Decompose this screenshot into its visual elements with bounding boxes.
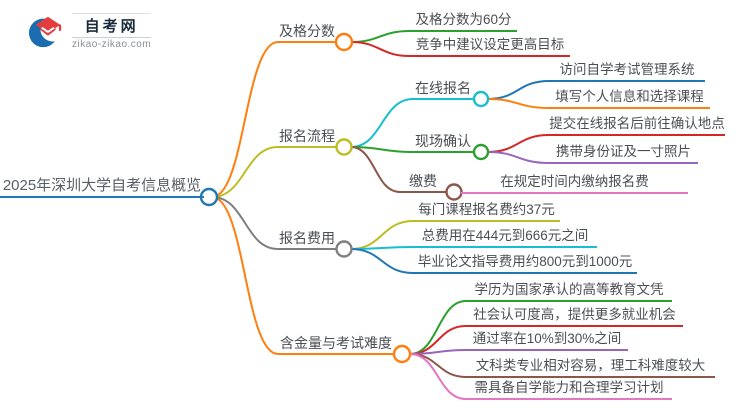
leaf-fee-per-course: 每门课程报名费约37元 — [413, 200, 560, 222]
link — [211, 146, 279, 198]
site-url: zikao-zikao.com — [72, 38, 152, 50]
leaf-total-fee: 总费用在444元到666元之间 — [413, 226, 597, 248]
branch-registration-process: 报名流程 — [278, 126, 336, 148]
branch-registration-fee: 报名费用 — [278, 228, 336, 250]
link — [487, 80, 550, 100]
subnode-online-registration: 在线报名 — [413, 78, 473, 100]
link — [487, 98, 550, 109]
leaf-state-recognized-diploma: 学历为国家承认的高等教育文凭 — [466, 280, 672, 302]
branch-value-and-difficulty: 含金量与考试难度 — [278, 333, 394, 355]
node-toggle-circle[interactable] — [445, 183, 463, 201]
node-toggle-circle[interactable] — [392, 344, 412, 364]
link — [350, 248, 414, 274]
node-toggle-circle[interactable] — [335, 240, 353, 258]
link — [409, 353, 467, 378]
link — [350, 146, 401, 193]
leaf-visit-system: 访问自学考试管理系统 — [549, 60, 705, 82]
link — [350, 30, 411, 43]
link — [487, 134, 550, 153]
link — [350, 146, 414, 153]
link — [350, 41, 411, 57]
leaf-self-study-ability: 需具备自学能力和合理学习计划 — [466, 378, 672, 400]
root-node: 2025年深圳大学自考信息概览 — [0, 176, 204, 198]
node-toggle-circle[interactable] — [472, 90, 490, 108]
site-logo: 自考网 zikao-zikao.com — [28, 12, 152, 50]
branch-pass-score: 及格分数 — [278, 21, 336, 43]
leaf-bring-id-photo: 携带身份证及一寸照片 — [549, 142, 698, 164]
leaf-pay-on-time: 在规定时间内缴纳报名费 — [461, 172, 688, 194]
subnode-onsite-confirmation: 现场确认 — [413, 131, 473, 153]
site-name: 自考网 — [72, 12, 152, 38]
node-toggle-circle[interactable] — [335, 138, 353, 156]
site-logo-text: 自考网 zikao-zikao.com — [72, 12, 152, 50]
link — [350, 220, 414, 250]
leaf-pass-rate: 通过率在10%到30%之间 — [466, 329, 628, 351]
leaf-fill-info: 填写个人信息和选择课程 — [549, 87, 710, 109]
link — [487, 151, 550, 164]
leaf-pass-score-60: 及格分数为60分 — [410, 10, 517, 32]
link — [211, 196, 279, 355]
leaf-go-confirm-location: 提交在线报名后前往确认地点 — [549, 114, 725, 136]
leaf-higher-goal: 竞争中建议设定更高目标 — [410, 35, 570, 57]
link — [211, 196, 279, 250]
link — [350, 98, 414, 148]
node-toggle-circle[interactable] — [472, 143, 490, 161]
link — [409, 353, 467, 400]
leaf-liberal-vs-science: 文科类专业相对容易，理工科难度较大 — [466, 356, 715, 378]
subnode-payment: 缴费 — [400, 171, 446, 193]
leaf-thesis-fee: 毕业论文指导费用约800元到1000元 — [413, 252, 637, 274]
graduation-cap-icon — [28, 16, 66, 48]
link — [211, 41, 279, 198]
node-toggle-circle[interactable] — [334, 32, 354, 52]
leaf-social-recognition: 社会认可度高，提供更多就业机会 — [466, 305, 683, 327]
